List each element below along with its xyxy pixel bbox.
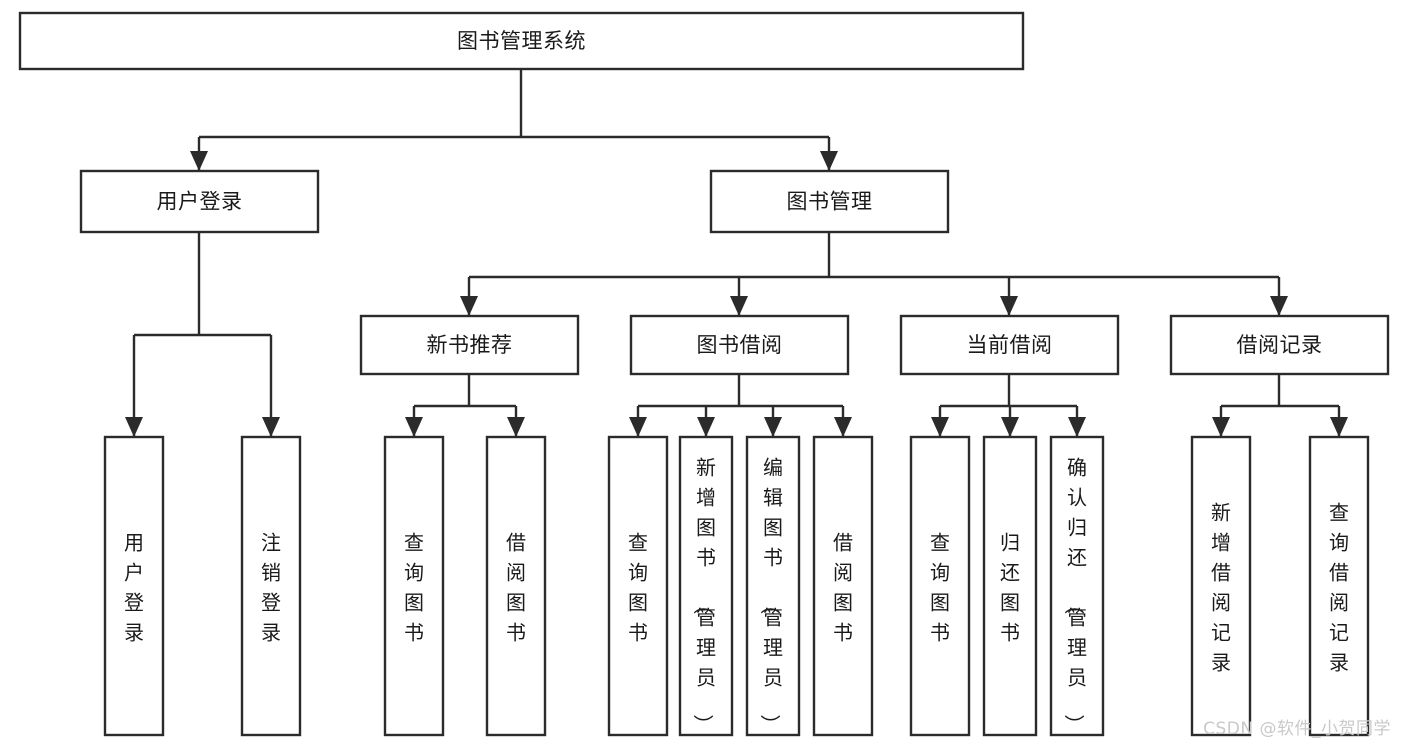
node-rect <box>240 435 302 737</box>
node-leaf-query-record[interactable]: 查询借阅记录 <box>1308 435 1370 737</box>
arrow-head-icon <box>1270 296 1288 316</box>
connector-current-borrow-bus <box>931 374 1086 437</box>
connector-book-manage-bus <box>460 232 1288 316</box>
node-book-manage[interactable]: 图书管理 <box>709 169 950 234</box>
arrow-head-icon <box>262 417 280 437</box>
node-leaf-query-book-2[interactable]: 查询图书 <box>607 435 669 737</box>
node-rect <box>18 11 1025 71</box>
arrow-head-icon <box>931 417 949 437</box>
node-rect <box>812 435 874 737</box>
connector-new-book-rec-bus <box>405 374 525 437</box>
arrow-head-icon <box>834 417 852 437</box>
node-label: 借阅图书 <box>833 530 853 644</box>
node-label: 借阅记录 <box>1237 333 1323 357</box>
arrow-head-icon <box>190 151 208 171</box>
node-label: 注销登录 <box>261 530 281 644</box>
arrow-head-icon <box>1000 296 1018 316</box>
node-leaf-user-login[interactable]: 用户登录 <box>103 435 165 737</box>
node-rect <box>359 314 580 376</box>
node-current-borrow[interactable]: 当前借阅 <box>899 314 1120 376</box>
node-rect <box>103 435 165 737</box>
connector-root-bus <box>190 69 838 171</box>
node-leaf-add-record[interactable]: 新增借阅记录 <box>1190 435 1252 737</box>
node-rect <box>1308 435 1370 737</box>
node-rect <box>909 435 971 737</box>
arrow-head-icon <box>730 296 748 316</box>
arrow-head-icon <box>1330 417 1348 437</box>
node-leaf-query-book-3[interactable]: 查询图书 <box>909 435 971 737</box>
node-leaf-borrow-book-2[interactable]: 借阅图书 <box>812 435 874 737</box>
node-rect <box>79 169 320 234</box>
node-user-login[interactable]: 用户登录 <box>79 169 320 234</box>
node-leaf-borrow-book-1[interactable]: 借阅图书 <box>485 435 547 737</box>
node-rect <box>629 314 850 376</box>
csdn-watermark: CSDN @软件_小贺同学 <box>1203 719 1391 739</box>
node-rect <box>1190 435 1252 737</box>
node-root[interactable]: 图书管理系统 <box>18 11 1025 71</box>
node-rect <box>678 435 734 737</box>
node-label: 借阅图书 <box>506 530 526 644</box>
arrow-head-icon <box>629 417 647 437</box>
node-label: 查询图书 <box>930 530 950 644</box>
node-label: 新书推荐 <box>427 333 513 357</box>
arrow-head-icon <box>405 417 423 437</box>
node-label: 编辑图书（管理员） <box>758 455 783 734</box>
node-rect <box>745 435 801 737</box>
arrow-head-icon <box>507 417 525 437</box>
node-rect <box>982 435 1038 737</box>
node-leaf-logout[interactable]: 注销登录 <box>240 435 302 737</box>
node-borrow-record[interactable]: 借阅记录 <box>1169 314 1390 376</box>
node-rect <box>485 435 547 737</box>
node-label: 新增借阅记录 <box>1211 500 1231 674</box>
node-new-book-rec[interactable]: 新书推荐 <box>359 314 580 376</box>
node-label: 归还图书 <box>1000 530 1020 644</box>
node-rect <box>1169 314 1390 376</box>
connector-borrow-record-bus <box>1212 374 1348 437</box>
arrow-head-icon <box>125 417 143 437</box>
node-rect <box>899 314 1120 376</box>
node-label: 用户登录 <box>157 190 243 214</box>
node-leaf-return-book[interactable]: 归还图书 <box>982 435 1038 737</box>
node-rect <box>383 435 445 737</box>
arrow-head-icon <box>460 296 478 316</box>
node-layer: 图书管理系统用户登录图书管理新书推荐图书借阅当前借阅借阅记录用户登录注销登录查询… <box>18 11 1390 737</box>
node-label: 图书管理系统 <box>457 29 586 53</box>
connector-book-borrow-bus <box>629 374 852 437</box>
arrow-head-icon <box>820 151 838 171</box>
arrow-head-icon <box>764 417 782 437</box>
node-leaf-add-book[interactable]: 新增图书（管理员） <box>678 435 734 737</box>
node-rect <box>709 169 950 234</box>
connector-user-login-bus <box>125 232 280 437</box>
node-label: 查询图书 <box>628 530 648 644</box>
node-leaf-edit-book[interactable]: 编辑图书（管理员） <box>745 435 801 737</box>
node-label: 当前借阅 <box>967 333 1053 357</box>
node-rect <box>1049 435 1105 737</box>
node-rect <box>607 435 669 737</box>
connector-layer <box>125 69 1348 437</box>
node-label: 查询借阅记录 <box>1329 500 1349 674</box>
node-book-borrow[interactable]: 图书借阅 <box>629 314 850 376</box>
node-label: 用户登录 <box>124 530 144 644</box>
node-label: 查询图书 <box>404 530 424 644</box>
node-leaf-query-book-1[interactable]: 查询图书 <box>383 435 445 737</box>
node-label: 图书借阅 <box>697 333 783 357</box>
arrow-head-icon <box>697 417 715 437</box>
node-label: 确认归还（管理员） <box>1062 455 1087 734</box>
node-label: 新增图书（管理员） <box>691 455 716 734</box>
arrow-head-icon <box>1001 417 1019 437</box>
node-label: 图书管理 <box>787 190 873 214</box>
arrow-head-icon <box>1212 417 1230 437</box>
node-leaf-confirm-return[interactable]: 确认归还（管理员） <box>1049 435 1105 737</box>
arrow-head-icon <box>1068 417 1086 437</box>
